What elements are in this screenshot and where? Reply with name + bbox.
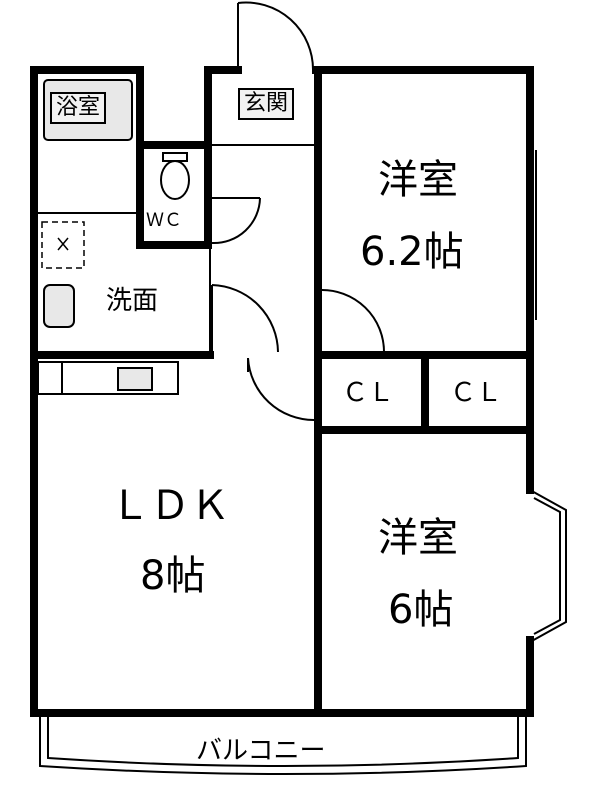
ldk-name: ＬＤＫ	[110, 483, 230, 529]
balcony-label: バルコニー	[196, 736, 326, 766]
wc-label: ＷＣ	[146, 210, 182, 231]
western-room-2-name: 洋室	[378, 515, 458, 561]
wash-basin	[43, 284, 75, 328]
entrance-door	[237, 1, 315, 71]
window-marks	[60, 140, 537, 714]
bath-label: 浴室	[50, 92, 107, 124]
balcony-railing	[39, 716, 527, 775]
western-room-1-name: 洋室	[378, 157, 458, 203]
washing-machine-space	[41, 221, 85, 269]
washroom-label: 洗面	[106, 286, 159, 316]
washroom-door	[211, 284, 279, 353]
wc-door	[210, 197, 261, 245]
western-room-1-size: 6.2帖	[360, 229, 464, 275]
kitchen-counter	[37, 361, 179, 395]
closet-1-label: ＣＬ	[342, 378, 395, 408]
ldk-size: 8帖	[140, 553, 206, 599]
ldk-door	[247, 357, 315, 422]
toilet	[160, 152, 190, 200]
closet-2-label: ＣＬ	[450, 378, 503, 408]
western-room-1-door	[319, 288, 385, 353]
thin-partitions	[34, 144, 316, 355]
bay-window	[529, 489, 567, 643]
entrance-label: 玄関	[238, 88, 295, 120]
western-room-2-size: 6帖	[388, 587, 454, 633]
